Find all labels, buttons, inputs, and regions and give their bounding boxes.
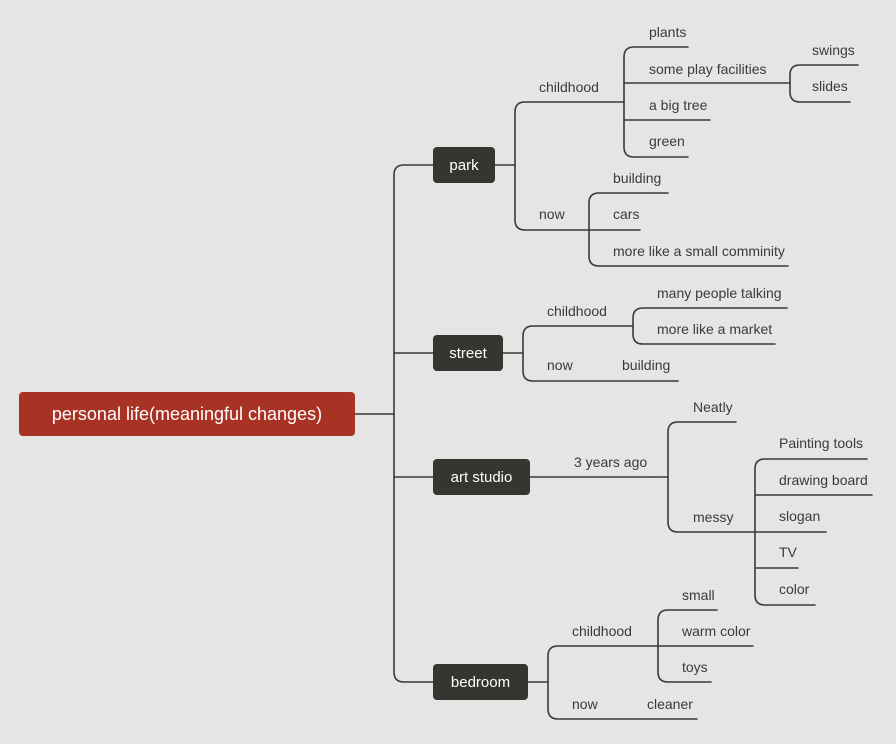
park-childhood-green[interactable]: green bbox=[649, 133, 685, 149]
street-now[interactable]: now bbox=[547, 357, 573, 373]
art-studio-slogan[interactable]: slogan bbox=[779, 508, 821, 524]
root-topic[interactable]: personal life(meaningful changes) bbox=[19, 392, 355, 436]
park-childhood-swings[interactable]: swings bbox=[812, 42, 855, 58]
topic-park-label: park bbox=[449, 156, 479, 174]
park-childhood[interactable]: childhood bbox=[539, 79, 599, 95]
park-now[interactable]: now bbox=[539, 206, 565, 222]
park-childhood-play-facilities[interactable]: some play facilities bbox=[649, 61, 767, 77]
art-studio-3-years-ago[interactable]: 3 years ago bbox=[574, 454, 648, 470]
art-studio-neatly[interactable]: Neatly bbox=[693, 399, 733, 415]
topic-art-studio-label: art studio bbox=[450, 468, 513, 486]
street-now-building[interactable]: building bbox=[622, 357, 671, 373]
topic-street[interactable]: street bbox=[433, 335, 503, 371]
bedroom-now-cleaner[interactable]: cleaner bbox=[647, 696, 693, 712]
bedroom-childhood[interactable]: childhood bbox=[572, 623, 632, 639]
park-childhood-big-tree[interactable]: a big tree bbox=[649, 97, 708, 113]
root-topic-label: personal life(meaningful changes) bbox=[51, 403, 323, 424]
topic-art-studio[interactable]: art studio bbox=[433, 459, 530, 495]
bedroom-childhood-small[interactable]: small bbox=[682, 587, 715, 603]
street-childhood-talking[interactable]: many people talking bbox=[657, 285, 782, 301]
bedroom-now[interactable]: now bbox=[572, 696, 598, 712]
topic-street-label: street bbox=[449, 344, 487, 362]
park-childhood-plants[interactable]: plants bbox=[649, 24, 687, 40]
art-studio-tv[interactable]: TV bbox=[779, 544, 797, 560]
topic-bedroom-label: bedroom bbox=[450, 673, 511, 691]
topic-park[interactable]: park bbox=[433, 147, 495, 183]
art-studio-color[interactable]: color bbox=[779, 581, 810, 597]
art-studio-painting-tools[interactable]: Painting tools bbox=[779, 435, 864, 451]
park-now-building[interactable]: building bbox=[613, 170, 662, 186]
street-childhood-market[interactable]: more like a market bbox=[657, 321, 773, 337]
art-studio-messy[interactable]: messy bbox=[693, 509, 734, 525]
street-childhood[interactable]: childhood bbox=[547, 303, 607, 319]
bedroom-childhood-warm-color[interactable]: warm color bbox=[682, 623, 751, 639]
topic-bedroom[interactable]: bedroom bbox=[433, 664, 528, 700]
park-now-community[interactable]: more like a small comminity bbox=[613, 243, 785, 259]
art-studio-drawing-board[interactable]: drawing board bbox=[779, 472, 868, 488]
park-now-cars[interactable]: cars bbox=[613, 206, 640, 222]
bedroom-childhood-toys[interactable]: toys bbox=[682, 659, 708, 675]
park-childhood-slides[interactable]: slides bbox=[812, 78, 848, 94]
